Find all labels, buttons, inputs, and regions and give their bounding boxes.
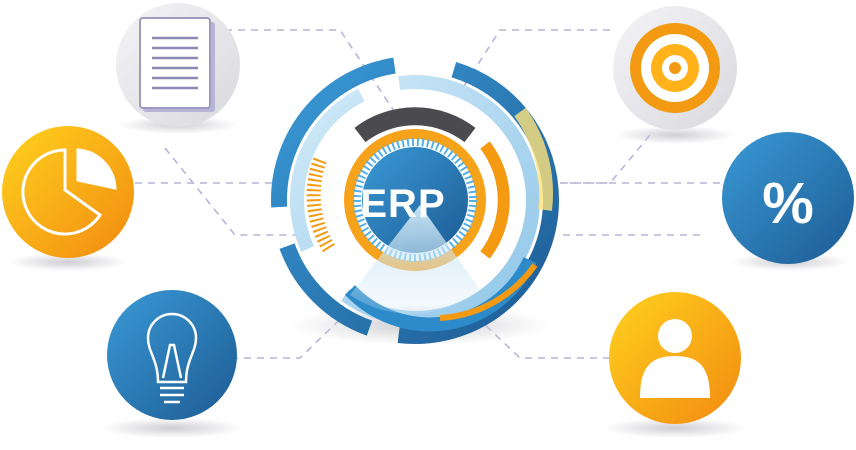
- pie-chart-icon: [21, 148, 117, 236]
- lightbulb-icon: [146, 312, 198, 404]
- hub-yellow-arc: [514, 107, 553, 211]
- target-node: [613, 6, 737, 130]
- document-icon: [139, 17, 215, 112]
- connector-lines: [135, 29, 720, 359]
- connector-target-diag: [560, 134, 651, 184]
- percent-node: [722, 132, 854, 264]
- hub-gray-arc: [354, 107, 476, 143]
- connector-user: [479, 319, 610, 359]
- hub-ticks-left: [306, 157, 336, 254]
- user-icon: [640, 319, 710, 398]
- pie-chart-node: [2, 126, 134, 258]
- document-node: [116, 3, 240, 127]
- user-node: [609, 292, 741, 424]
- connector-target: [454, 29, 610, 101]
- hub-core: [362, 147, 468, 253]
- target-icon: [630, 23, 720, 113]
- erp-hub: [271, 56, 559, 344]
- connector-document: [212, 29, 401, 121]
- hub-orange-arc: [480, 141, 510, 259]
- percent-icon: %: [762, 170, 814, 236]
- hub-beam: [350, 205, 480, 314]
- erp-label: ERP: [360, 181, 446, 226]
- hub-bottom-orange: [439, 263, 538, 321]
- lightbulb-node: [107, 290, 237, 420]
